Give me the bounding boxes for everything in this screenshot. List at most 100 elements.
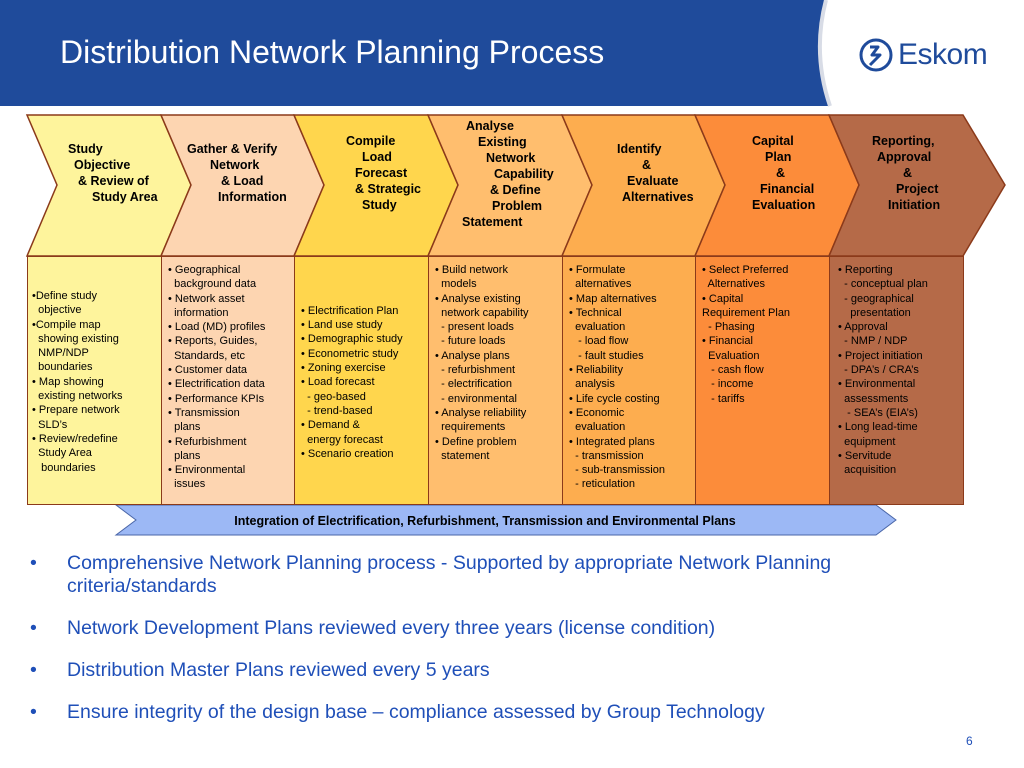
detail-list-item: - tariffs — [702, 392, 745, 405]
detail-list-item: • Geographical — [168, 264, 241, 276]
stage-label-line: & Review of — [78, 174, 150, 188]
detail-list-item: • Reliability — [569, 364, 623, 377]
detail-list-item: plans — [168, 421, 201, 434]
detail-list-item: - Phasing — [702, 321, 755, 334]
detail-box-study-objective: •Define study objective•Compile map show… — [27, 256, 162, 505]
detail-list-item: network capability — [435, 306, 529, 319]
detail-list-item: equipment — [838, 435, 896, 448]
detail-list-item: - refurbishment — [435, 364, 516, 377]
detail-list-item: - cash flow — [702, 364, 764, 377]
detail-list-item: presentation — [838, 306, 911, 319]
detail-list-item: plans — [168, 449, 201, 462]
stage-label-line: Evaluate — [627, 174, 678, 188]
detail-list-item: • Zoning exercise — [301, 362, 386, 375]
detail-list-item: • Scenario creation — [301, 447, 394, 460]
detail-list-item: • Environmental — [168, 464, 246, 477]
detail-list-item: information — [168, 306, 229, 319]
detail-list-item: • Customer data — [168, 364, 248, 377]
summary-bullets: •Comprehensive Network Planning process … — [30, 552, 980, 743]
detail-list-item: - sub-transmission — [569, 464, 665, 477]
detail-list-item: • Review/redefine — [32, 432, 118, 445]
bullet-dot-icon: • — [30, 617, 37, 639]
detail-list-item: - conceptual plan — [838, 278, 928, 291]
detail-list-item: • Project initiation — [838, 349, 923, 362]
detail-list-item: • Technical — [569, 306, 622, 319]
detail-list-item: evaluation — [569, 421, 626, 434]
detail-box-gather-verify: • Geographical background data• Network … — [161, 256, 295, 505]
stage-label-line: & Load — [221, 174, 263, 188]
stage-label-line: Problem — [492, 199, 542, 213]
stage-label-line: Analyse — [466, 119, 514, 133]
detail-list-item: - environmental — [435, 392, 517, 405]
stage-label-line: Load — [362, 150, 392, 164]
detail-list-item: • Load (MD) profiles — [168, 321, 266, 334]
detail-list-item: - reticulation — [569, 478, 636, 491]
stage-label-line: Forecast — [355, 166, 408, 180]
detail-list-item: boundaries — [32, 361, 93, 374]
detail-list-item: • Econometric study — [301, 347, 399, 360]
detail-list-item: objective — [32, 304, 82, 317]
stage-label-line: Objective — [74, 158, 130, 172]
detail-list-item: •Define study — [32, 290, 97, 302]
detail-list-item: • Life cycle costing — [569, 392, 660, 405]
detail-list-item: NMP/NDP — [32, 347, 89, 360]
detail-list-item: analysis — [569, 378, 615, 391]
page-title: Distribution Network Planning Process — [60, 34, 605, 70]
detail-list-item: • Demand & — [301, 419, 360, 432]
bullet-dot-icon: • — [30, 701, 37, 723]
detail-box-capital-plan: • Select Preferred Alternatives• Capital… — [695, 256, 830, 505]
detail-list-item: - future loads — [435, 335, 506, 348]
stage-label-line: & Strategic — [355, 182, 421, 196]
detail-list-item: Requirement Plan — [702, 306, 791, 319]
detail-list-item: - SEA’s (EIA’s) — [838, 406, 918, 419]
stage-label-line: Capital — [752, 134, 794, 148]
detail-list-item: • Reports, Guides, — [168, 335, 258, 348]
detail-list-item: • Analyse existing — [435, 292, 521, 305]
stage-label-line: Study — [68, 142, 103, 156]
detail-list-item: - trend-based — [301, 404, 373, 417]
stage-label-line: & — [642, 158, 651, 172]
detail-list-item: • Performance KPIs — [168, 392, 265, 405]
detail-box-load-forecast: • Electrification Plan• Land use study• … — [294, 256, 429, 505]
detail-list-item: • Map alternatives — [569, 292, 657, 305]
stage-label-line: & — [903, 166, 912, 180]
detail-box-reporting: • Reporting - conceptual plan - geograph… — [829, 256, 964, 505]
detail-list-item: - geo-based — [301, 390, 366, 403]
detail-list-item: - fault studies — [569, 349, 644, 362]
stage-label-line: Project — [896, 182, 939, 196]
detail-list-item: - income — [702, 378, 754, 391]
detail-list-item: alternatives — [569, 278, 632, 291]
stage-label-line: Study Area — [92, 190, 159, 204]
detail-list-item: - NMP / NDP — [838, 335, 908, 348]
detail-list-item: - geographical — [838, 292, 914, 305]
bullet-dot-icon: • — [30, 659, 37, 681]
eskom-logo-icon — [859, 38, 893, 72]
detail-list-item: assessments — [838, 392, 909, 405]
bullet-item: •Distribution Master Plans reviewed ever… — [30, 659, 490, 681]
stage-label-line: Capability — [494, 167, 554, 181]
stage-label-line: Information — [218, 190, 287, 204]
detail-list-item: • Electrification Plan — [301, 304, 399, 317]
detail-list-item: showing existing — [32, 332, 119, 345]
stage-label-line: Gather & Verify — [187, 142, 277, 156]
detail-list-item: • Long lead-time — [838, 421, 918, 434]
stage-label-line: Identify — [617, 142, 661, 156]
detail-list-item: • Financial — [702, 335, 753, 348]
detail-list-item: • Load forecast — [301, 376, 375, 389]
stage-label-line: Plan — [765, 150, 791, 164]
stage-label-line: Initiation — [888, 198, 940, 212]
detail-list-item: energy forecast — [301, 433, 383, 446]
detail-list-item: existing networks — [32, 390, 123, 403]
detail-list-item: • Map showing — [32, 375, 104, 388]
stage-label-line: & — [776, 166, 785, 180]
detail-list-item: • Analyse reliability — [435, 406, 527, 419]
detail-list-item: •Compile map — [32, 318, 101, 331]
detail-list-item: background data — [168, 278, 257, 291]
detail-list-item: acquisition — [838, 464, 897, 477]
detail-list-item: • Refurbishment — [168, 435, 247, 448]
stage-label-line: Reporting, — [872, 134, 935, 148]
detail-box-analyse-network: • Build network models• Analyse existing… — [428, 256, 563, 505]
header-logo-panel — [817, 0, 1024, 107]
detail-list-item: • Build network — [435, 264, 508, 276]
